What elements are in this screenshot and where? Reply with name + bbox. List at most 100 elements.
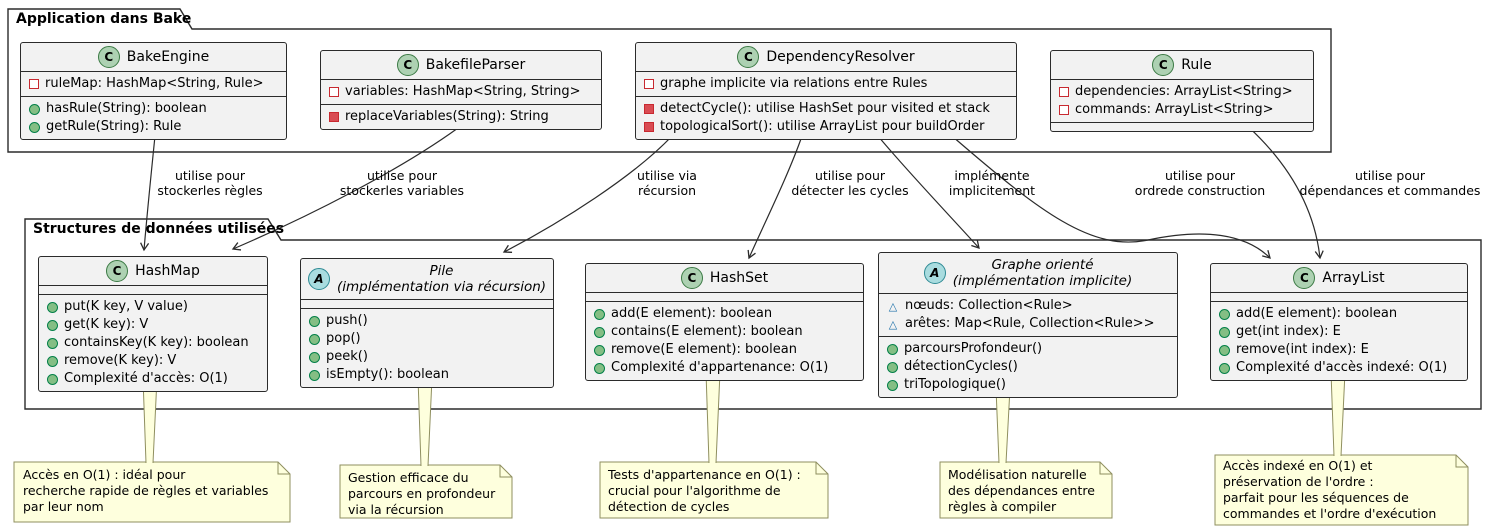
public-method-icon xyxy=(1219,362,1230,374)
member-text: dependencies: ArrayList<String> xyxy=(1075,84,1293,99)
class-pile: A Pile (implémentation via récursion) pu… xyxy=(300,258,554,388)
member-text: remove(int index): E xyxy=(1236,342,1369,357)
member-text: Complexité d'appartenance: O(1) xyxy=(611,360,829,375)
method-row: remove(K key): V xyxy=(39,352,267,370)
class-title: BakeEngine xyxy=(126,49,210,65)
edge-label-line: ordrede construction xyxy=(1134,183,1266,198)
field-row: △ nœuds: Collection<Rule> xyxy=(879,297,1177,315)
public-method-icon xyxy=(887,361,898,373)
class-rule: C Rule dependencies: ArrayList<String> c… xyxy=(1050,50,1314,132)
method-row: push() xyxy=(301,312,553,330)
class-header: C BakeEngine xyxy=(21,43,286,71)
class-header: C ArrayList xyxy=(1211,264,1467,292)
class-bakefileparser: C BakefileParser variables: HashMap<Stri… xyxy=(320,50,602,130)
member-text: parcoursProfondeur() xyxy=(904,341,1043,356)
class-hashmap: C HashMap put(K key, V value) get(K key)… xyxy=(38,256,268,392)
class-graphe-oriente: A Graphe orienté (implémentation implici… xyxy=(878,252,1178,398)
method-row: Complexité d'accès indexé: O(1) xyxy=(1211,359,1467,377)
private-field-icon xyxy=(329,87,339,97)
member-text: topologicalSort(): utilise ArrayList pou… xyxy=(660,119,985,134)
public-method-icon xyxy=(29,103,40,115)
public-method-icon xyxy=(594,362,605,374)
method-row: detectCycle(): utilise HashSet pour visi… xyxy=(636,100,1016,118)
edge-label-line: utilise pour xyxy=(1354,168,1426,183)
edge-label-line: implémente xyxy=(954,168,1030,183)
class-title: DependencyResolver xyxy=(766,49,915,65)
member-text: Complexité d'accès indexé: O(1) xyxy=(1236,360,1448,375)
methods-compartment: add(E element): boolean get(int index): … xyxy=(1211,301,1467,380)
member-text: get(K key): V xyxy=(64,317,149,332)
class-header: C DependencyResolver xyxy=(636,43,1016,71)
edge-label-line: récursion xyxy=(637,183,697,198)
fields-compartment: variables: HashMap<String, String> xyxy=(321,79,601,104)
member-text: add(E element): boolean xyxy=(1236,306,1398,321)
class-header: A Pile (implémentation via récursion) xyxy=(301,259,553,299)
method-row: remove(E element): boolean xyxy=(586,341,863,359)
edge-label-stocker-variables: utilise pour stockerles variables xyxy=(340,168,464,198)
member-text: nœuds: Collection<Rule> xyxy=(905,298,1073,313)
package-application-title: Application dans Bake xyxy=(16,11,192,27)
edge-label-line: dépendances et commandes xyxy=(1299,183,1481,198)
method-row: triTopologique() xyxy=(879,376,1177,394)
class-arraylist: C ArrayList add(E element): boolean get(… xyxy=(1210,263,1468,381)
edge-label-line: stockerles règles xyxy=(157,183,263,198)
edge-label-line: utilise pour xyxy=(814,168,886,183)
class-badge-icon: C xyxy=(396,54,419,76)
methods-compartment: detectCycle(): utilise HashSet pour visi… xyxy=(636,96,1016,139)
public-method-icon xyxy=(47,301,58,313)
note-line: règles à compiler xyxy=(948,499,1057,514)
member-text: get(int index): E xyxy=(1236,324,1341,339)
class-subtitle: (implémentation via récursion) xyxy=(336,279,547,295)
public-method-icon xyxy=(1219,308,1230,320)
public-method-icon xyxy=(594,308,605,320)
member-text: contains(E element): boolean xyxy=(611,324,803,339)
member-text: remove(K key): V xyxy=(64,353,177,368)
note-line: préservation de l'ordre : xyxy=(1223,474,1374,489)
note-connector-pile xyxy=(417,377,433,467)
field-row: dependencies: ArrayList<String> xyxy=(1051,83,1313,101)
edge-dependencyresolver-graphe xyxy=(877,135,980,249)
class-badge-icon: C xyxy=(1152,54,1175,76)
fields-compartment: △ nœuds: Collection<Rule> △ arêtes: Map<… xyxy=(879,293,1177,336)
note-line: Modélisation naturelle xyxy=(948,467,1087,482)
note-hashset: Tests d'appartenance en O(1) : crucial p… xyxy=(608,467,801,515)
fields-compartment xyxy=(39,285,267,294)
private-field-icon xyxy=(644,79,654,89)
class-bakeengine: C BakeEngine ruleMap: HashMap<String, Ru… xyxy=(20,42,287,140)
method-row: put(K key, V value) xyxy=(39,298,267,316)
note-graphe: Modélisation naturelle des dépendances e… xyxy=(948,467,1095,515)
edge-label-stocker-regles: utilise pour stockerles règles xyxy=(157,168,262,198)
edge-label-dependances-commandes: utilise pour dépendances et commandes xyxy=(1300,168,1481,198)
edge-rule-arraylist xyxy=(1242,121,1324,260)
edge-label-line: utilise pour xyxy=(366,168,438,183)
public-method-icon xyxy=(47,319,58,331)
methods-compartment: put(K key, V value) get(K key): V contai… xyxy=(39,294,267,391)
note-pile-shape xyxy=(339,464,513,519)
note-hashmap-shape xyxy=(13,461,291,523)
private-field-icon xyxy=(1059,87,1069,97)
abstract-badge-icon: A xyxy=(307,268,330,290)
note-fold xyxy=(277,462,290,475)
method-row: isEmpty(): boolean xyxy=(301,366,553,384)
public-method-icon xyxy=(1219,326,1230,338)
method-row: contains(E element): boolean xyxy=(586,323,863,341)
method-row: add(E element): boolean xyxy=(586,305,863,323)
field-row: variables: HashMap<String, String> xyxy=(321,83,601,101)
member-text: containsKey(K key): boolean xyxy=(64,335,249,350)
method-row: remove(int index): E xyxy=(1211,341,1467,359)
note-arraylist-shape xyxy=(1214,454,1469,526)
edge-dependencyresolver-hashset xyxy=(747,135,803,260)
class-header: C HashSet xyxy=(586,264,863,292)
class-title: Graphe orienté xyxy=(991,257,1094,273)
public-method-icon xyxy=(887,343,898,355)
class-header: A Graphe orienté (implémentation implici… xyxy=(879,253,1177,293)
member-text: peek() xyxy=(326,349,368,364)
class-title: HashSet xyxy=(709,270,769,286)
note-line: Gestion efficace du xyxy=(348,470,469,485)
note-line: Tests d'appartenance en O(1) : xyxy=(608,467,801,482)
edge-bakefileparser-hashmap xyxy=(231,127,459,251)
member-text: push() xyxy=(326,313,368,328)
member-text: pop() xyxy=(326,331,361,346)
note-line: parfait pour les séquences de xyxy=(1223,490,1409,505)
